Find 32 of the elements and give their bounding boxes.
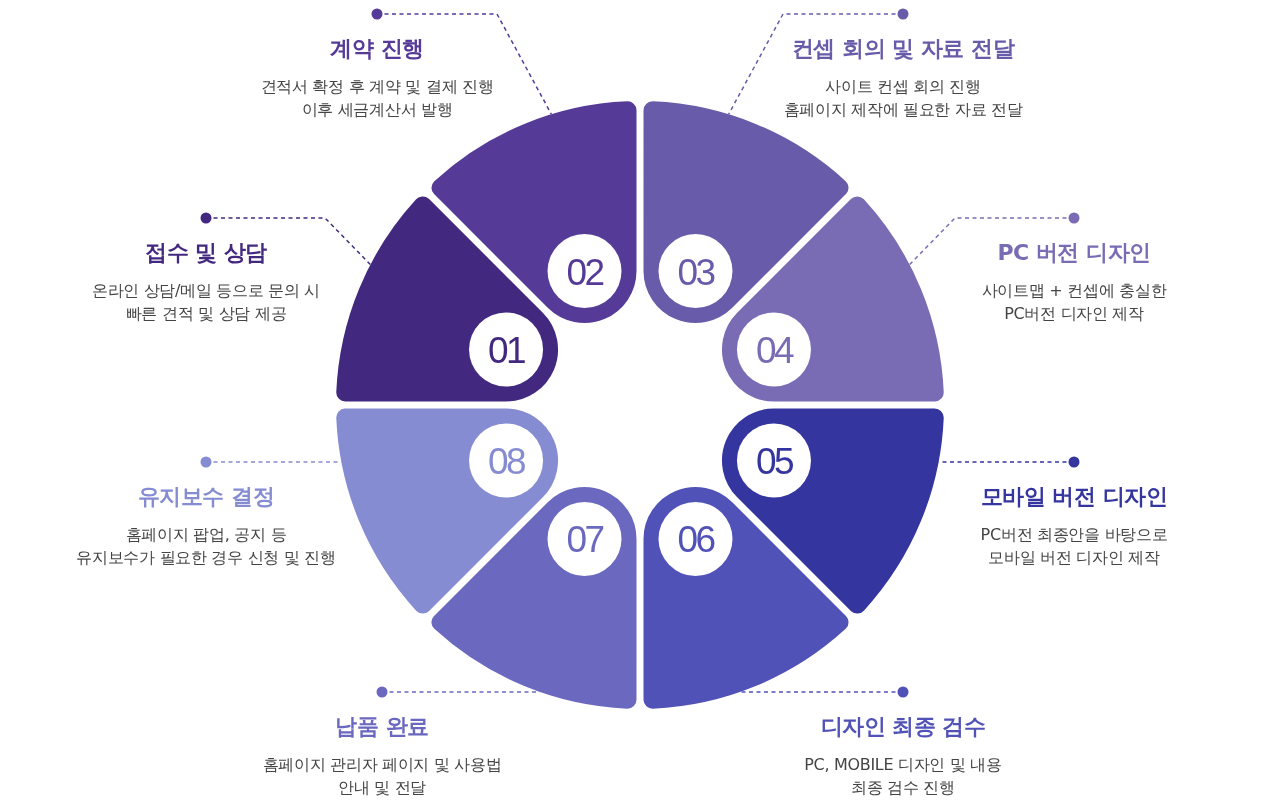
leader-line xyxy=(727,8,909,115)
step-description: 홈페이지 팝업, 공지 등 유지보수가 필요한 경우 신청 및 진행 xyxy=(76,524,336,569)
step-title: 컨셉 회의 및 자료 전달 xyxy=(791,35,1015,62)
step-description: 홈페이지 관리자 페이지 및 사용법 안내 및 전달 xyxy=(262,754,502,799)
number-badge: 02 xyxy=(547,234,622,309)
leader-line xyxy=(739,686,909,698)
step-title: 모바일 버전 디자인 xyxy=(980,483,1168,510)
number-badge: 03 xyxy=(658,234,733,309)
ring-segment xyxy=(336,408,558,614)
step-title: 납품 완료 xyxy=(335,713,429,740)
step-description: 사이트 컨셉 회의 진행 홈페이지 제작에 필요한 자료 전달 xyxy=(783,76,1023,121)
number-badge: 06 xyxy=(658,501,733,576)
number-badge: 04 xyxy=(736,312,811,387)
number-badge: 01 xyxy=(469,312,544,387)
ring-segment xyxy=(722,196,944,402)
ring-segment xyxy=(643,487,849,709)
step-description: 사이트맵 + 컨셉에 충실한 PC버전 디자인 제작 xyxy=(981,280,1167,325)
number-badge: 07 xyxy=(547,501,622,576)
step-title: 접수 및 상담 xyxy=(145,239,267,266)
leader-line xyxy=(371,8,553,115)
leader-line xyxy=(908,212,1080,266)
step-title: 계약 진행 xyxy=(330,35,424,62)
step-description: 견적서 확정 후 계약 및 결제 진행 이후 세금계산서 발행 xyxy=(260,76,494,121)
number-badge: 08 xyxy=(469,423,544,498)
step-title: 디자인 최종 검수 xyxy=(820,713,986,740)
leader-line xyxy=(200,212,372,266)
step-description: 온라인 상담/메일 등으로 문의 시 빠른 견적 및 상담 제공 xyxy=(91,280,321,325)
step-title: 유지보수 결정 xyxy=(137,483,275,510)
step-description: PC, MOBILE 디자인 및 내용 최종 검수 진행 xyxy=(804,754,1002,799)
number-badge: 05 xyxy=(736,423,811,498)
step-description: PC버전 최종안을 바탕으로 모바일 버전 디자인 제작 xyxy=(980,524,1168,569)
step-title: PC 버전 디자인 xyxy=(997,239,1151,266)
